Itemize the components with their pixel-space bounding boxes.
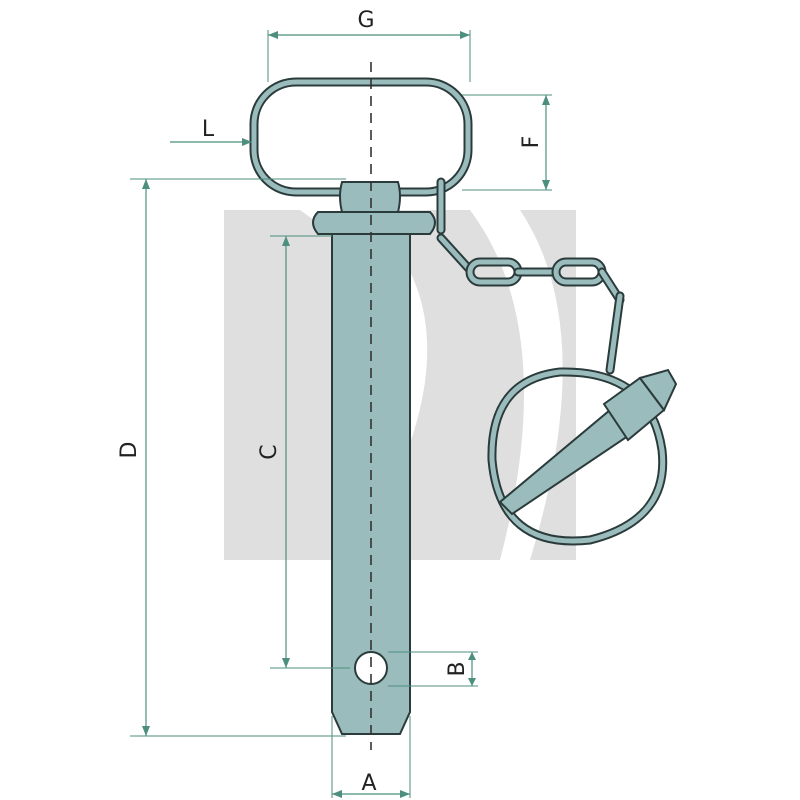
dimension-g: G [267, 8, 471, 82]
linch-pin [498, 368, 678, 516]
dimension-a: A [331, 716, 411, 798]
dimension-b: B [388, 651, 478, 687]
label-d: D [117, 442, 142, 459]
pin-shaft [331, 233, 411, 735]
label-b: B [445, 661, 470, 676]
label-l: L [202, 117, 215, 142]
label-g: G [357, 8, 374, 33]
dimension-l: L [170, 117, 252, 146]
label-c: C [257, 444, 282, 459]
pin-head [312, 181, 436, 235]
label-a: A [361, 771, 376, 796]
dimension-c: C [257, 235, 350, 669]
dimension-d: D [117, 178, 346, 737]
label-f: F [519, 136, 544, 149]
handle-loop [249, 77, 473, 197]
chain [436, 177, 625, 375]
dimension-f: F [462, 94, 552, 191]
